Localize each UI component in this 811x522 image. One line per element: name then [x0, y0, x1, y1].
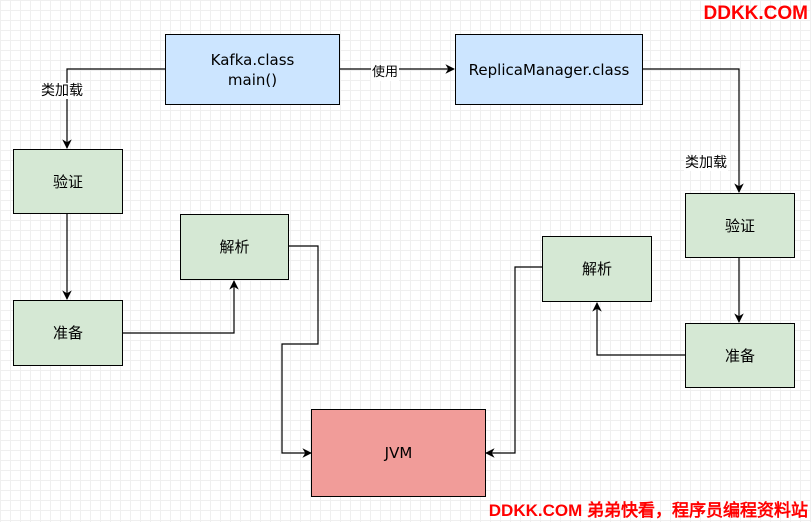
watermark-top: DDKK.COM	[703, 3, 809, 24]
edge-parse-left-to-jvm	[281, 245, 319, 458]
edge-prepare-left-to-parse-left	[123, 280, 239, 334]
edge-parse-right-to-jvm	[485, 266, 542, 458]
parse-right-node: 解析	[542, 236, 652, 302]
parse-left-node: 解析	[180, 214, 289, 280]
edge-prepare-right-to-parse-right	[592, 302, 685, 356]
edge-label-load-right: 类加载	[684, 155, 728, 171]
edge-label-load-left: 类加载	[40, 83, 84, 99]
jvm-node: JVM	[311, 409, 486, 497]
parse-right-label: 解析	[581, 260, 612, 278]
replica-manager-label: ReplicaManager.class	[468, 60, 630, 79]
verify-right-node: 验证	[685, 193, 795, 258]
kafka-main-label: main()	[227, 70, 278, 89]
prepare-right-label: 准备	[724, 346, 755, 365]
edge-kafka-to-verify-left	[62, 68, 165, 149]
edge-label-uses: 使用	[371, 65, 400, 81]
prepare-right-node: 准备	[685, 323, 795, 388]
parse-left-label: 解析	[219, 238, 250, 256]
kafka-class-node: Kafka.class main()	[165, 34, 340, 105]
prepare-left-node: 准备	[13, 300, 123, 366]
jvm-label: JVM	[384, 444, 413, 462]
edge-replica-to-verify-right	[642, 68, 744, 193]
prepare-left-label: 准备	[52, 324, 83, 342]
verify-left-label: 验证	[52, 172, 83, 191]
watermark-bottom: DDKK.COM 弟弟快看，程序员编程资料站	[488, 501, 808, 520]
verify-right-label: 验证	[724, 216, 755, 235]
kafka-class-label: Kafka.class	[210, 50, 295, 69]
replica-manager-node: ReplicaManager.class	[455, 34, 643, 105]
verify-left-node: 验证	[13, 149, 123, 214]
